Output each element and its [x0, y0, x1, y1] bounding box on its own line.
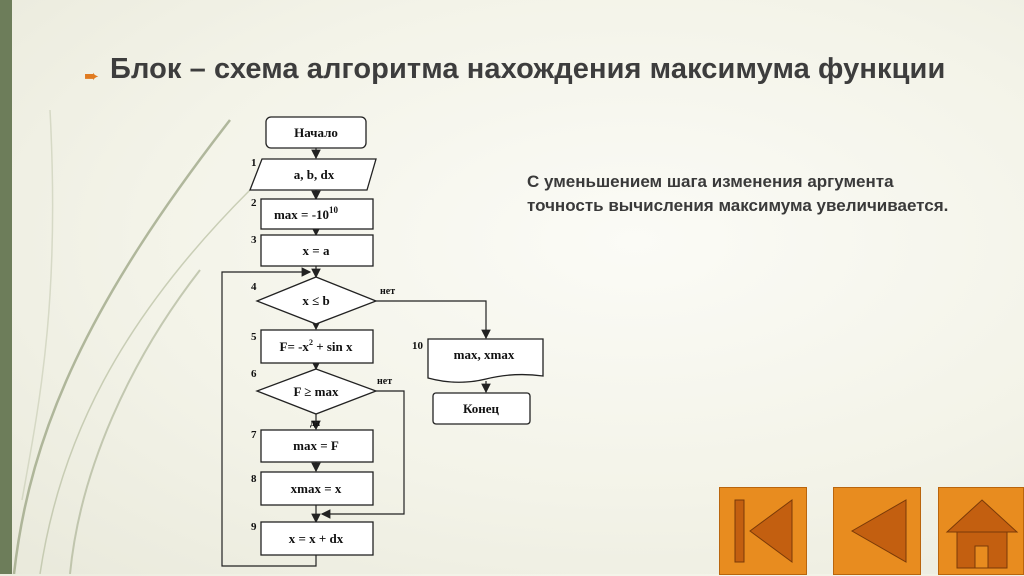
- end-terminator: [432, 392, 531, 425]
- note-line-1: С уменьшением шага изменения аргумента: [527, 172, 894, 191]
- step-number: 3: [251, 234, 257, 246]
- step-number: 10: [412, 340, 424, 352]
- block2-label: max = -1010: [274, 205, 339, 222]
- note-line-2: точность вычисления максимума увеличивае…: [527, 196, 949, 215]
- step-number: 6: [251, 368, 257, 380]
- step-number: 4: [251, 281, 257, 293]
- bullet-arrow-icon: ➨: [84, 66, 100, 87]
- step-number: 7: [251, 429, 257, 441]
- process-block-9: [260, 521, 374, 556]
- input-parallelogram: [249, 158, 377, 191]
- start-label: Начало: [294, 125, 338, 140]
- process-block-2: [260, 198, 374, 230]
- step-number: 1: [251, 157, 257, 169]
- block10-label: max, xmax: [454, 347, 515, 362]
- end-label: Конец: [463, 401, 500, 416]
- slide-title: Блок – схема алгоритма нахождения максим…: [110, 53, 946, 85]
- block5-label: F= -x2 + sin x: [280, 338, 353, 354]
- step-number: 8: [251, 473, 257, 485]
- left-accent-band: [0, 0, 12, 574]
- block8-label: xmax = x: [291, 481, 342, 496]
- no-label-block6: нет: [377, 376, 392, 387]
- step-number: 9: [251, 521, 257, 533]
- block4-label: x ≤ b: [302, 293, 329, 308]
- step-number: 2: [251, 197, 257, 209]
- process-block-5: [260, 329, 374, 364]
- process-block-8: [260, 471, 374, 506]
- decision-block-4: [255, 276, 378, 325]
- home-icon: [945, 499, 1019, 569]
- slide-note: С уменьшением шага изменения аргумента т…: [527, 170, 1017, 218]
- start-terminator: [265, 116, 367, 149]
- block1-label: a, b, dx: [294, 167, 335, 182]
- no-label-block4: нет: [380, 286, 395, 297]
- first-slide-icon: [734, 499, 793, 563]
- output-document-block: [427, 338, 544, 383]
- yes-label-block6: да: [310, 418, 320, 429]
- block9-label: x = x + dx: [289, 531, 344, 546]
- process-block-7: [260, 429, 374, 463]
- step-number: 5: [251, 331, 257, 343]
- back-icon: [850, 499, 907, 563]
- block3-label: x = a: [303, 243, 330, 258]
- back-button[interactable]: [833, 487, 921, 575]
- home-button[interactable]: [938, 487, 1024, 575]
- decision-block-6: [255, 368, 378, 415]
- block6-label: F ≥ max: [294, 384, 339, 399]
- first-slide-button[interactable]: [719, 487, 807, 575]
- block7-label: max = F: [293, 438, 339, 453]
- process-block-3: [260, 234, 374, 267]
